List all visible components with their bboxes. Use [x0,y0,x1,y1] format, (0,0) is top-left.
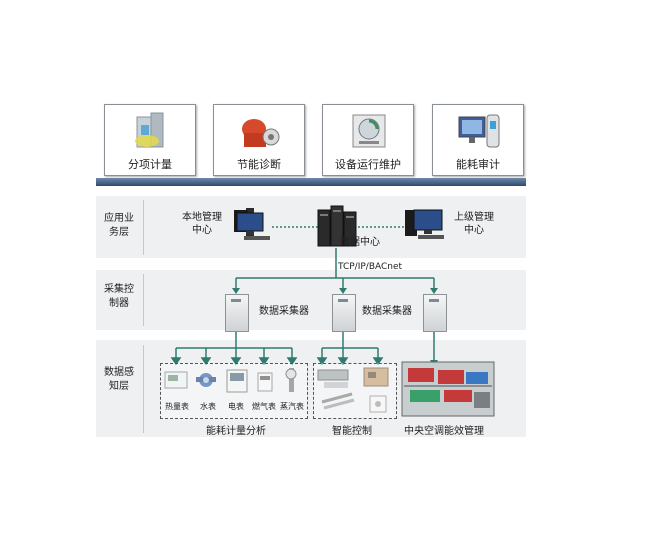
hvac-efficiency-label: 中央空调能效管理 [404,426,484,437]
maintenance-icon [352,114,386,148]
layer-label-sensing: 数据感知层 [104,367,134,392]
building-meter-icon [135,112,164,148]
server-rack-icon [317,205,357,247]
data-collector-2[interactable] [332,294,356,332]
data-collector-2-label: 数据采集器 [362,306,412,317]
application-layer-band [96,196,526,258]
layer-label-collection: 采集控制器 [104,284,134,309]
device-label-electric-meter: 电表 [228,402,244,411]
app-card-label: 能耗审计 [456,158,500,171]
device-label-water-meter: 水表 [200,402,216,411]
top-divider-bar [96,178,526,186]
data-collector-1-label: 数据采集器 [259,306,309,317]
app-card-label: 分项计量 [128,158,172,171]
wall-switch-icon [369,395,387,413]
device-label-gas-meter: 燃气表 [252,402,276,411]
layer-separator [143,274,144,326]
smart-control-label: 智能控制 [332,426,372,437]
smart-control-group-box [313,363,397,419]
hvac-plant-icon [401,361,495,417]
control-box-icon [363,367,389,387]
app-card-submetering[interactable]: 分项计量 [104,104,196,176]
device-label-steam-meter: 蒸汽表 [280,402,304,411]
layer-label-application: 应用业务层 [104,213,134,238]
metering-group-box [160,363,308,419]
heat-meter-icon [164,371,188,389]
app-card-energy-audit[interactable]: 能耗审计 [432,104,524,176]
collection-layer-band [96,270,526,330]
device-label-heat-meter: 热量表 [165,402,189,411]
local-pc-icon [234,208,270,240]
layer-separator [143,345,144,433]
metering-analysis-label: 能耗计量分析 [206,426,266,437]
data-collector-1[interactable] [225,294,249,332]
app-card-equipment-maintenance[interactable]: 设备运行维护 [322,104,414,176]
data-collector-3[interactable] [423,294,447,332]
local-management-center-label: 本地管理中心 [182,212,222,236]
app-card-energy-diagnosis[interactable]: 节能诊断 [213,104,305,176]
diagnosis-icon [242,119,280,147]
sensor-rod-icon [321,392,355,410]
app-card-label: 节能诊断 [237,158,281,171]
valve-actuator-icon [317,369,349,388]
layer-separator [143,200,144,255]
water-meter-icon [196,373,216,387]
protocol-label: TCP/IP/BACnet [338,262,403,272]
electric-meter-icon [226,369,248,393]
steam-meter-icon [285,368,297,392]
upper-management-center-label: 上级管理中心 [454,212,494,236]
gas-meter-icon [257,372,273,392]
upper-pc-icon [405,209,444,239]
app-card-label: 设备运行维护 [335,158,401,171]
data-center-label: 数据中心 [340,237,380,248]
audit-icon [458,114,500,148]
